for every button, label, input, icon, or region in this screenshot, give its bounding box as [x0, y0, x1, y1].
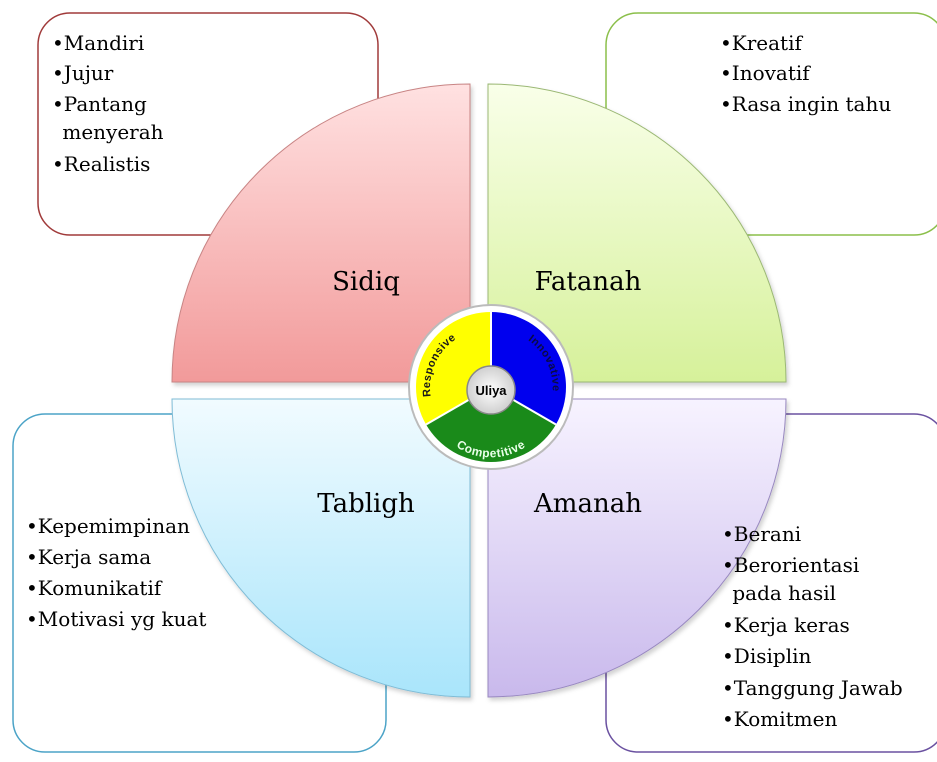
fatanah-item: •Rasa ingin tahu [720, 92, 891, 116]
sidiq-item: menyerah [56, 120, 164, 144]
fatanah-item: •Kreatif [720, 31, 803, 55]
tabligh-quadrant [171, 398, 471, 698]
tabligh-item: •Komunikatif [26, 576, 163, 600]
uliya-core [466, 365, 516, 415]
center-hub: Responsive Innovative Competitive Uliya [408, 304, 574, 470]
amanah-item: •Komitmen [722, 707, 837, 731]
amanah-item: •Kerja keras [722, 613, 850, 637]
sidiq-quadrant [171, 83, 471, 383]
tabligh-item: •Motivasi yg kuat [26, 607, 206, 631]
fatanah-title: Fatanah [535, 267, 642, 297]
amanah-item: •Berorientasi [722, 553, 859, 577]
sidiq-item: •Realistis [52, 152, 150, 176]
tabligh-item: •Kepemimpinan [26, 514, 190, 538]
tabligh-item: •Kerja sama [26, 545, 151, 569]
fatanah-quadrant [487, 83, 787, 383]
uliya-label: Uliya [475, 383, 507, 398]
sidiq-item: •Jujur [52, 61, 114, 85]
amanah-item: •Disiplin [722, 644, 811, 668]
amanah-title: Amanah [533, 489, 642, 519]
amanah-item: •Berani [722, 522, 801, 546]
competitive-segment [426, 387, 556, 462]
amanah-quadrant [487, 398, 787, 698]
amanah-item: •Tanggung Jawab [722, 676, 903, 700]
sidiq-item: •Pantang [52, 92, 147, 116]
fatanah-item: •Inovatif [720, 61, 811, 85]
tabligh-title: Tabligh [317, 489, 415, 519]
amanah-item: pada hasil [726, 581, 836, 605]
sidiq-item: •Mandiri [52, 31, 144, 55]
sidiq-title: Sidiq [332, 267, 400, 297]
